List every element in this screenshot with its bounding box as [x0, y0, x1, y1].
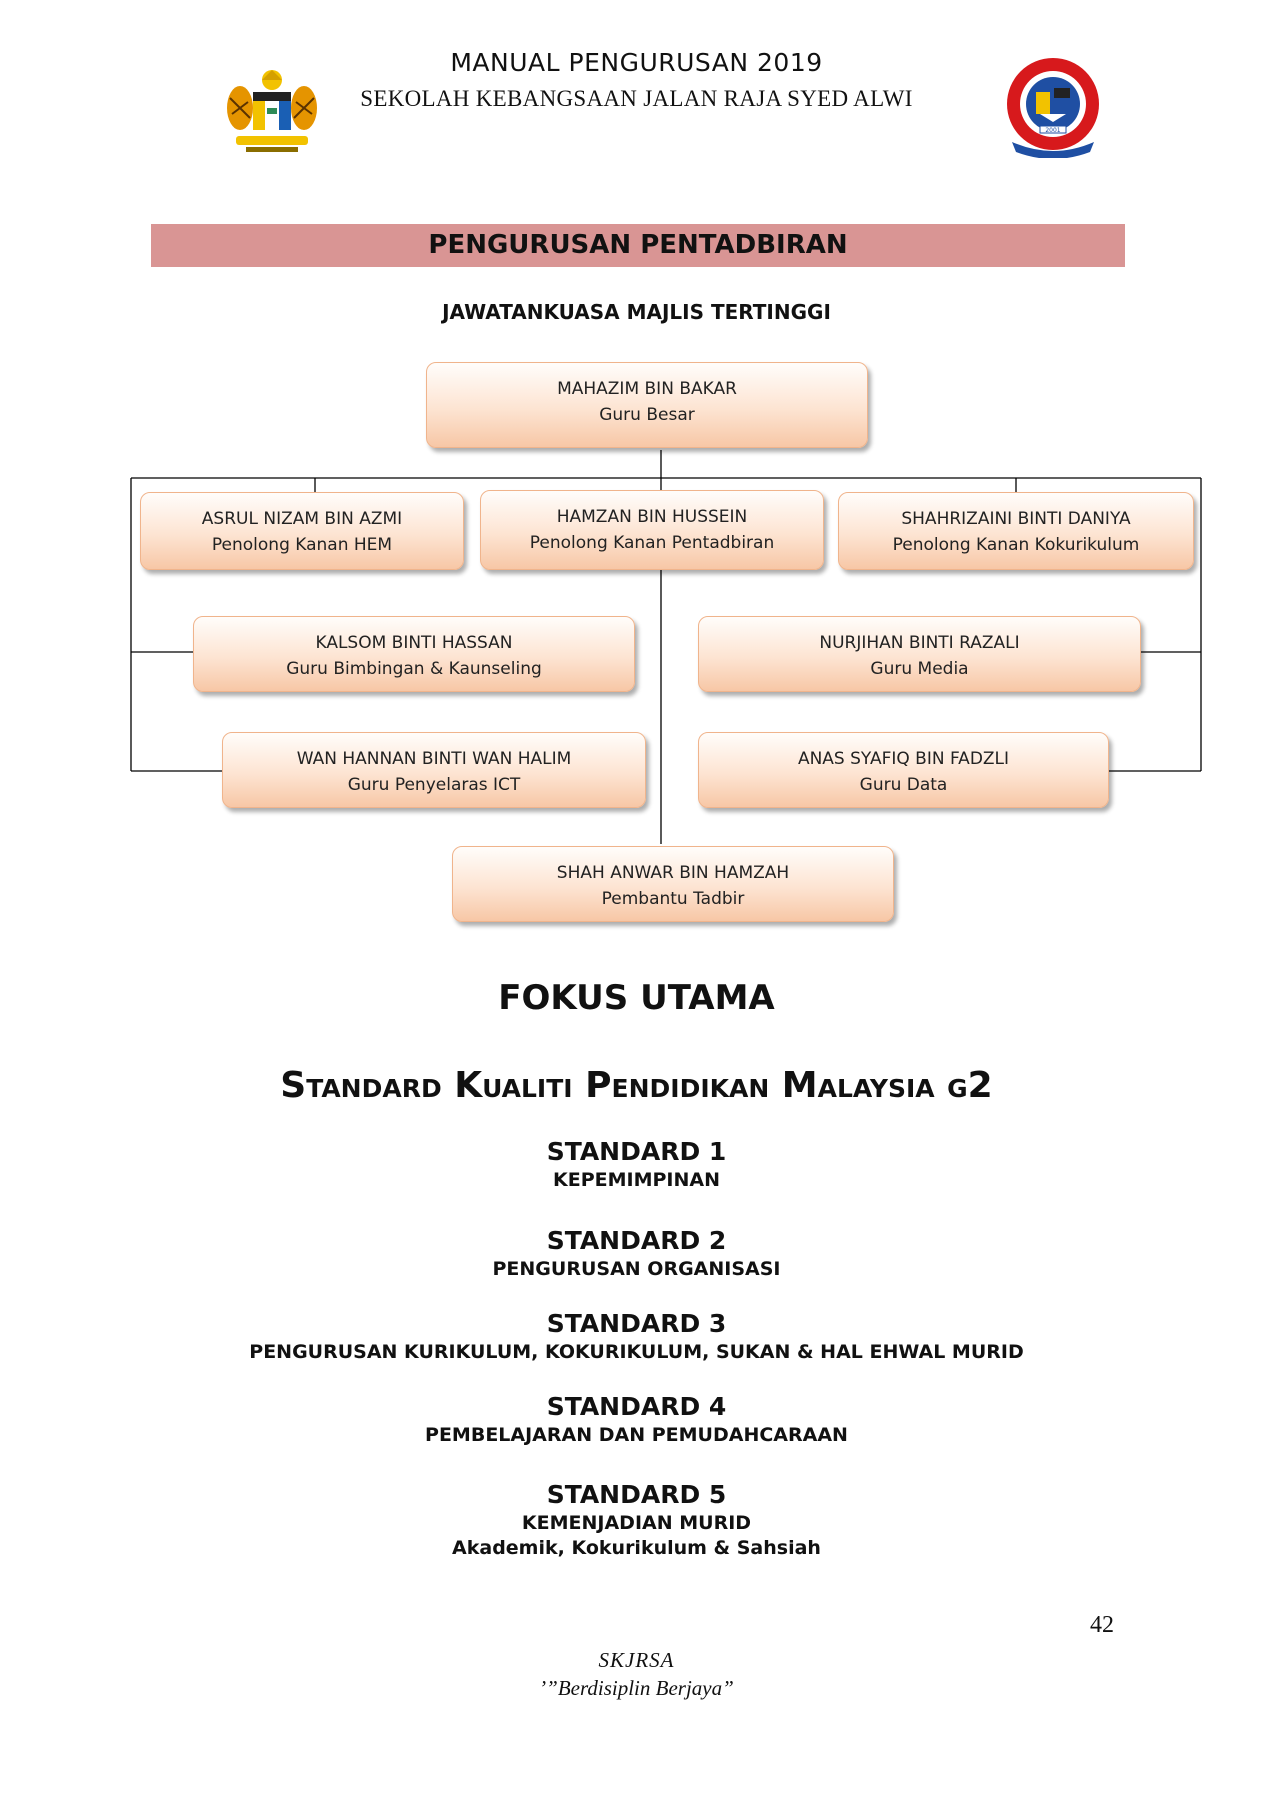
org-node-name: MAHAZIM BIN BAKAR [557, 379, 737, 399]
org-node-name: WAN HANNAN BINTI WAN HALIM [296, 749, 572, 769]
school-name: SEKOLAH KEBANGSAAN JALAN RAJA SYED ALWI [360, 86, 913, 111]
org-node-role: Guru Besar [599, 405, 695, 425]
footer-school-code: SKJRSA [598, 1648, 675, 1672]
org-node-level2: HAMZAN BIN HUSSEIN Penolong Kanan Pentad… [480, 490, 824, 570]
org-node-name: SHAHRIZAINI BINTI DANIYA [901, 509, 1131, 529]
org-node-role: Guru Data [859, 775, 948, 795]
org-node-staff: KALSOM BINTI HASSAN Guru Bimbingan & Kau… [193, 616, 635, 692]
fokus-title: FOKUS UTAMA [498, 978, 775, 1018]
standard-desc: PEMBELAJARAN DAN PEMUDAHCARAAN [425, 1424, 848, 1446]
org-node-role: Penolong Kanan HEM [211, 535, 393, 555]
section-title: PENGURUSAN PENTADBIRAN [428, 230, 848, 260]
org-node-head: MAHAZIM BIN BAKAR Guru Besar [426, 362, 868, 448]
standard-label: STANDARD 4 [546, 1392, 727, 1421]
org-node-name: NURJIHAN BINTI RAZALI [819, 633, 1020, 653]
standard-label: STANDARD 5 [546, 1480, 727, 1509]
standard-item: STANDARD 3 PENGURUSAN KURIKULUM, KOKURIK… [0, 1308, 1273, 1365]
page-number: 42 [1090, 1612, 1114, 1638]
document-title: MANUAL PENGURUSAN 2019 [450, 48, 823, 77]
org-node-staff: ANAS SYAFIQ BIN FADZLI Guru Data [698, 732, 1109, 808]
standard-desc: PENGURUSAN KURIKULUM, KOKURIKULUM, SUKAN… [249, 1341, 1024, 1363]
org-node-role: Guru Penyelaras ICT [347, 775, 521, 795]
org-node-name: ANAS SYAFIQ BIN FADZLI [797, 749, 1010, 769]
org-node-name: SHAH ANWAR BIN HAMZAH [556, 863, 790, 883]
standard-desc: KEPEMIMPINAN [553, 1169, 720, 1191]
org-node-role: Pembantu Tadbir [601, 889, 745, 909]
section-subtitle: JAWATANKUASA MAJLIS TERTINGGI [442, 300, 831, 324]
org-node-level2: SHAHRIZAINI BINTI DANIYA Penolong Kanan … [838, 492, 1194, 570]
section-banner [151, 224, 1125, 267]
standard-desc: KEMENJADIAN MURID [521, 1512, 752, 1534]
skpm-heading: Standard Kualiti Pendidikan Malaysia g2 [280, 1065, 993, 1106]
org-node-staff: SHAH ANWAR BIN HAMZAH Pembantu Tadbir [452, 846, 894, 922]
org-node-role: Penolong Kanan Pentadbiran [529, 533, 775, 553]
standard-item: STANDARD 1 KEPEMIMPINAN [0, 1136, 1273, 1193]
standard-label: STANDARD 1 [546, 1137, 727, 1166]
org-node-staff: NURJIHAN BINTI RAZALI Guru Media [698, 616, 1141, 692]
standard-label: STANDARD 2 [546, 1226, 727, 1255]
standard-label: STANDARD 3 [546, 1309, 727, 1338]
standard-item: STANDARD 5 KEMENJADIAN MURID Akademik, K… [0, 1479, 1273, 1561]
org-node-name: KALSOM BINTI HASSAN [315, 633, 513, 653]
org-node-level2: ASRUL NIZAM BIN AZMI Penolong Kanan HEM [140, 492, 464, 570]
school-logo-year: 2001 [1045, 127, 1060, 134]
coat-of-arms-icon [227, 70, 317, 152]
school-logo-icon: 2001 [1007, 58, 1099, 158]
org-node-staff: WAN HANNAN BINTI WAN HALIM Guru Penyelar… [222, 732, 646, 808]
org-node-role: Guru Media [870, 659, 969, 679]
org-node-role: Penolong Kanan Kokurikulum [892, 535, 1140, 555]
standard-desc: PENGURUSAN ORGANISASI [492, 1258, 781, 1280]
org-node-name: ASRUL NIZAM BIN AZMI [201, 509, 403, 529]
org-node-role: Guru Bimbingan & Kaunseling [286, 659, 542, 679]
standard-desc: Akademik, Kokurikulum & Sahsiah [452, 1537, 821, 1559]
footer-motto: ’”Berdisiplin Berjaya” [539, 1676, 734, 1700]
standard-item: STANDARD 4 PEMBELAJARAN DAN PEMUDAHCARAA… [0, 1391, 1273, 1448]
org-node-name: HAMZAN BIN HUSSEIN [556, 507, 748, 527]
standard-item: STANDARD 2 PENGURUSAN ORGANISASI [0, 1225, 1273, 1282]
